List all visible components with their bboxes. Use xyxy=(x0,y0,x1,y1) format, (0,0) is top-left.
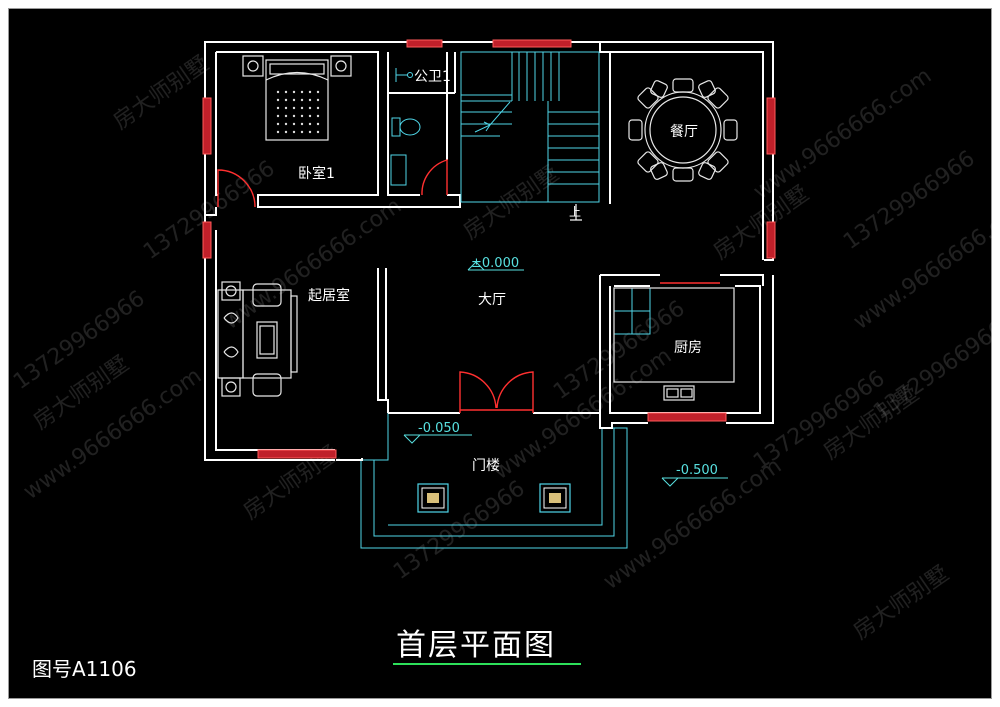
coffee-table xyxy=(256,321,278,359)
doors xyxy=(217,159,720,413)
kitchen-fixtures xyxy=(613,287,735,401)
toilet-icon xyxy=(391,117,401,137)
window xyxy=(492,39,572,48)
window xyxy=(766,221,776,259)
room-label-porch: 门楼 xyxy=(472,458,500,474)
staircase xyxy=(460,51,600,203)
kitchen-sink xyxy=(663,385,695,401)
window xyxy=(257,449,337,459)
windows xyxy=(202,39,776,459)
porch-columns xyxy=(417,483,571,513)
window xyxy=(406,39,443,48)
armchair xyxy=(252,283,282,307)
room-labels: 卧室1 公卫1 餐厅 起居室 大厅 厨房 门楼 上 xyxy=(298,69,702,474)
watermark-brand: 房大师别墅 xyxy=(109,51,213,135)
watermark-layer: 房大师别墅 13729966966 www.9666666.com 房大师别墅 … xyxy=(9,51,1000,645)
window xyxy=(647,412,727,422)
drawing-title: 首层平面图 xyxy=(396,628,556,663)
room-label-toilet: 公卫1 xyxy=(414,69,451,85)
watermark-phone: 13729966966 xyxy=(389,476,529,585)
nightstand xyxy=(242,55,264,77)
walls xyxy=(204,41,774,461)
living-room-furniture xyxy=(217,281,298,397)
dining-table xyxy=(628,78,738,182)
drawing-title-block: 首层平面图 图号A1106 xyxy=(32,628,581,681)
window xyxy=(202,97,212,155)
sink-icon xyxy=(390,154,407,186)
watermark-brand: 房大师别墅 xyxy=(849,561,953,645)
window xyxy=(766,97,776,155)
level-hall: ±0.000 xyxy=(471,256,519,271)
level-exterior: -0.500 xyxy=(676,463,718,478)
drawing-frame xyxy=(8,8,992,699)
main-door xyxy=(496,371,534,413)
toilet-fixtures xyxy=(390,68,421,186)
room-label-kitchen: 厨房 xyxy=(674,340,702,356)
bedroom-furniture xyxy=(242,55,352,141)
level-markers: ±0.000 -0.050 -0.500 xyxy=(403,256,728,487)
shower-icon xyxy=(395,68,408,82)
watermark-phone: 13729966966 xyxy=(869,316,1000,425)
room-label-bedroom: 卧室1 xyxy=(298,165,335,182)
bedroom-door xyxy=(217,169,256,208)
room-label-living: 起居室 xyxy=(308,287,350,304)
main-door xyxy=(459,371,497,413)
stair-up-marker: 上 xyxy=(570,204,582,221)
toilet-door xyxy=(421,159,448,196)
watermark-site: www.9666666.com xyxy=(749,63,936,204)
stair-up-label: 上 xyxy=(569,205,581,219)
figure-number: 图号A1106 xyxy=(32,657,137,681)
armchair xyxy=(252,373,282,397)
window xyxy=(202,221,212,259)
room-label-hall: 大厅 xyxy=(478,292,506,308)
level-porch: -0.050 xyxy=(418,421,460,436)
nightstand xyxy=(330,55,352,77)
bed xyxy=(265,59,329,141)
porch-outline xyxy=(360,413,628,549)
room-label-dining: 餐厅 xyxy=(670,124,698,140)
